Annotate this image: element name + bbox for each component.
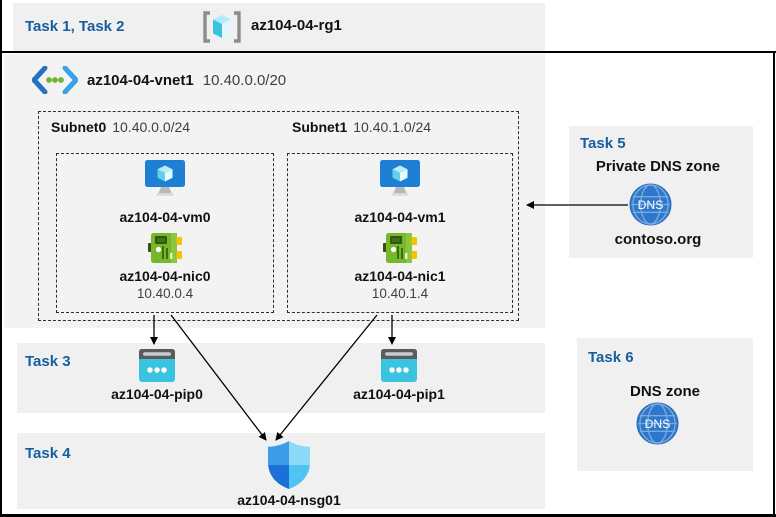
vm-name: az104-04-vm0: [119, 209, 211, 225]
subnet0-box: az104-04-vm0 az104-04-: [56, 153, 274, 313]
frame-right-border: [773, 51, 775, 517]
task12-label: Task 1, Task 2: [25, 18, 125, 35]
pip0-name: az104-04-pip0: [111, 386, 203, 402]
dns-zone-title: DNS zone: [629, 383, 700, 400]
dns-zone-icon: DNS: [636, 402, 679, 445]
vnet-region: az104-04-vnet1 10.40.0.0/20 Subnet0 10.4…: [4, 54, 545, 328]
task6-label: Task 6: [588, 349, 634, 366]
task4-label: Task 4: [25, 445, 71, 462]
subnets-container: Subnet0 10.40.0.0/24 Subnet1 10.40.1.0/2…: [38, 111, 519, 321]
resource-group-bar: Task 1, Task 2 az104-04-rg1: [13, 3, 545, 51]
nic-ip: 10.40.0.4: [136, 286, 194, 301]
nic-name: az104-04-nic0: [119, 268, 211, 284]
subnet1-label: Subnet1 10.40.1.0/24: [292, 119, 431, 135]
subnet0-cidr: 10.40.0.0/24: [112, 119, 191, 135]
nic-name: az104-04-nic1: [354, 268, 446, 284]
pip1-group: az104-04-pip1: [324, 349, 474, 402]
nic-ip: 10.40.1.4: [371, 286, 429, 301]
nic-icon: [148, 232, 182, 264]
resource-group-icon: [201, 10, 243, 44]
nsg-name: az104-04-nsg01: [237, 492, 341, 508]
public-ip-icon: [381, 349, 417, 382]
svg-text:DNS: DNS: [638, 198, 664, 212]
subnet0-label: Subnet0 10.40.0.0/24: [51, 119, 190, 135]
frame-top-divider: [0, 51, 776, 53]
task3-label: Task 3: [25, 353, 71, 370]
subnet0-name: Subnet0: [51, 119, 107, 135]
dns-zone-icon: DNS: [629, 183, 672, 226]
frame-left-border: [0, 0, 2, 517]
private-dns-zone-name: contoso.org: [614, 231, 702, 248]
resource-group-name: az104-04-rg1: [251, 17, 342, 34]
vm-name: az104-04-vm1: [354, 209, 446, 225]
subnet1-cidr: 10.40.1.0/24: [353, 119, 432, 135]
vnet-cidr: 10.40.0.0/20: [202, 71, 287, 89]
nic-icon: [383, 232, 417, 264]
svg-text:DNS: DNS: [645, 417, 671, 431]
subnet1-box: az104-04-vm1 az104-04-: [287, 153, 513, 313]
nsg-group: az104-04-nsg01: [209, 441, 369, 508]
task5-label: Task 5: [580, 135, 626, 152]
subnet1-name: Subnet1: [292, 119, 348, 135]
pip1-name: az104-04-pip1: [353, 386, 445, 402]
private-dns-zone-title: Private DNS zone: [595, 158, 721, 175]
task5-box: Task 5 Private DNS zone DNS contoso.org: [569, 126, 753, 258]
virtual-network-icon: [32, 66, 78, 94]
task3-row: Task 3 az104-04-pip0: [17, 343, 545, 413]
pip0-group: az104-04-pip0: [82, 349, 232, 402]
vm-icon: [143, 159, 187, 199]
task4-row: Task 4 az104-04-nsg0: [17, 433, 545, 509]
task6-box: Task 6 DNS zone DNS: [577, 338, 753, 471]
nsg-shield-icon: [268, 441, 310, 489]
public-ip-icon: [139, 349, 175, 382]
vnet-name: az104-04-vnet1: [87, 71, 194, 89]
vm-icon: [378, 159, 422, 199]
frame-bottom-border: [0, 514, 776, 517]
